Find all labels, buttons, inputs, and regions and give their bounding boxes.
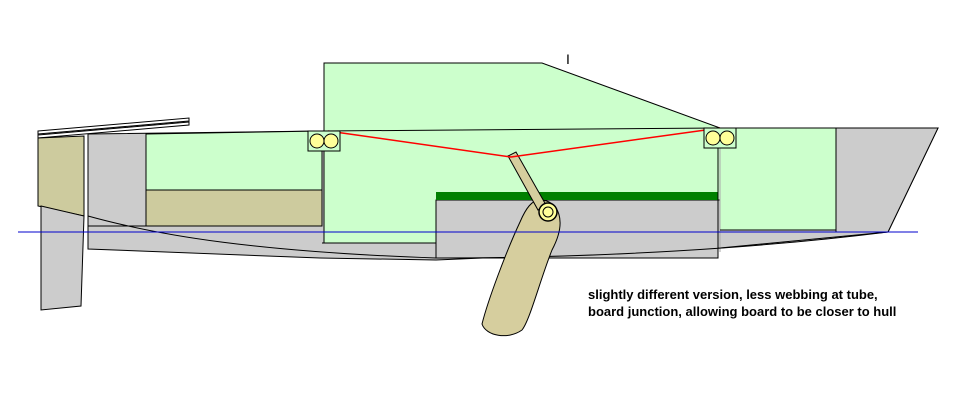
bow-compartment [719,127,837,231]
pivot-tube [538,202,558,222]
bow-tip [835,127,939,233]
rudder-upper [37,135,85,217]
stern-pulley [307,130,341,152]
caption: slightly different version, less webbing… [588,287,897,319]
stern-bench [145,189,323,227]
tiller-rails [37,117,190,139]
marker-label: I [566,51,570,67]
webbing [327,127,721,158]
green-strip [436,192,718,200]
keel-box [435,199,719,259]
bow-pulley [703,127,737,149]
sheer-line [323,127,721,132]
centreboard [481,199,561,337]
rudder-blade [40,205,85,311]
hull-bottom-line [87,215,889,259]
